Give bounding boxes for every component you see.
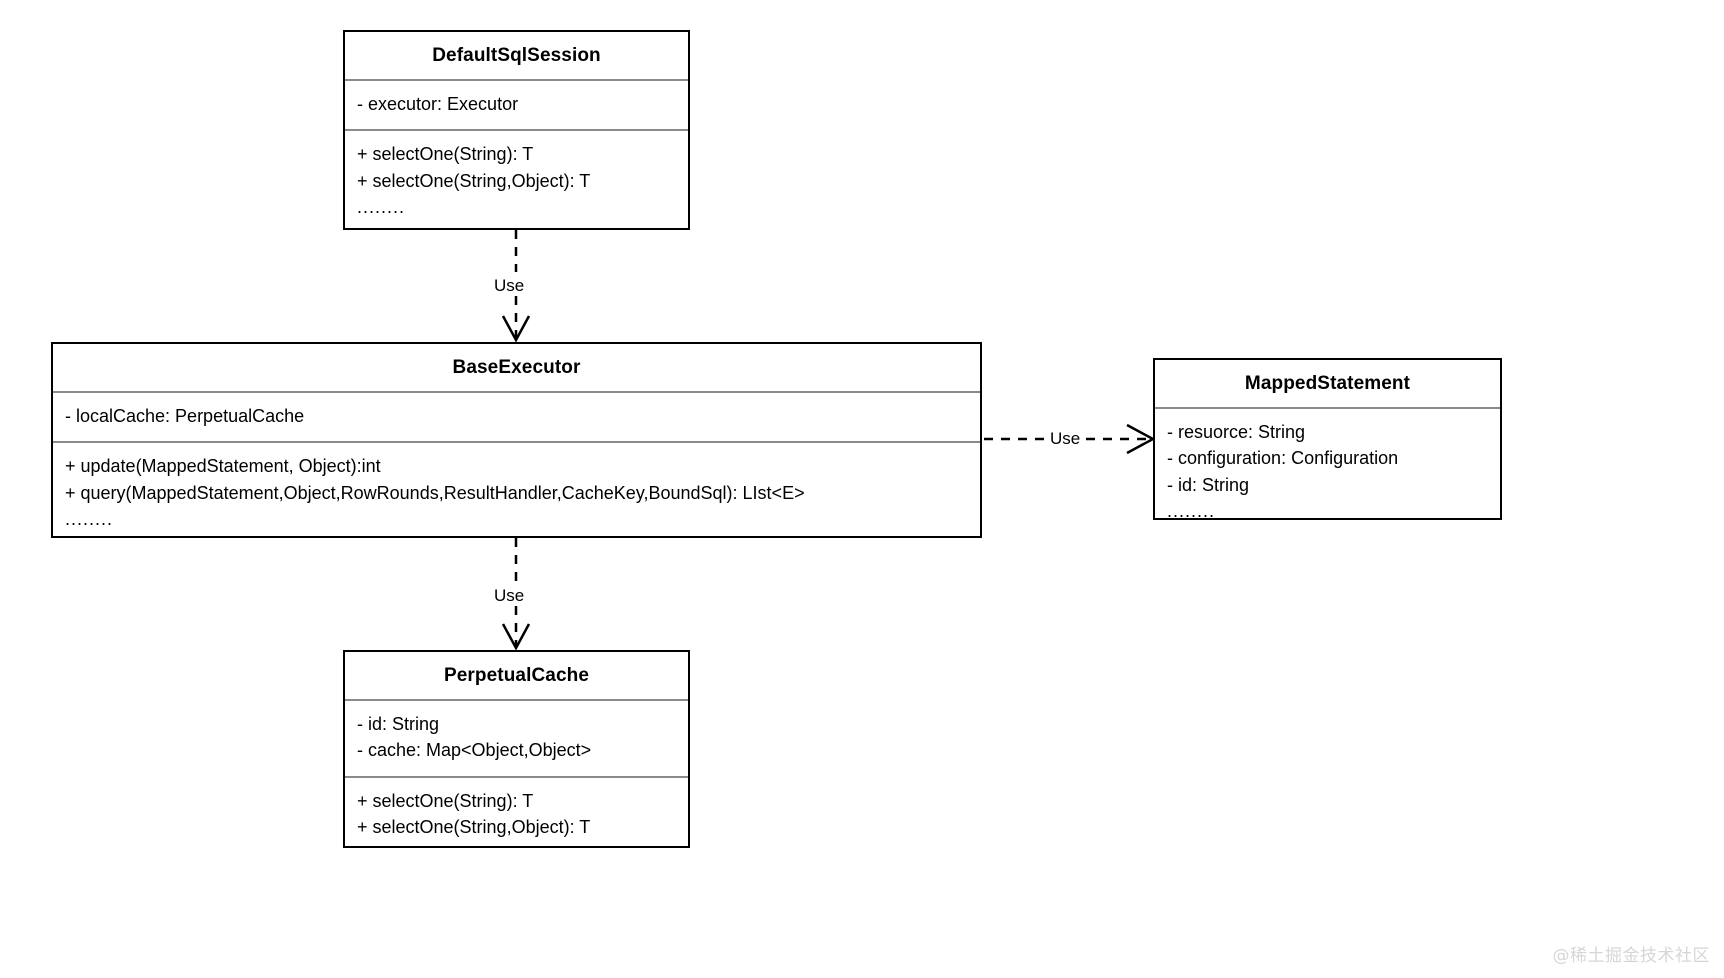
attribute-row: - localCache: PerpetualCache: [65, 406, 305, 426]
method-row: + selectOne(String): T: [357, 790, 534, 811]
attribute-row: - id: String: [357, 714, 440, 734]
method-row: + selectOne(String,Object): T: [357, 170, 591, 191]
connector-label-use-executor-mapped: Use: [1047, 430, 1084, 447]
method-row-ellipsis: ........: [65, 509, 114, 530]
compartment-separator: [1155, 407, 1500, 409]
compartment-separator: [345, 775, 688, 778]
connector-executor-to-cache: [501, 538, 531, 651]
compartment-separator: [345, 699, 688, 701]
method-row-ellipsis: ........: [357, 197, 406, 218]
compartment-separator: [345, 129, 688, 132]
attributes-compartment-mapped-statement: - resuorce: String - configuration: Conf…: [1155, 409, 1500, 537]
connector-label-use-session-executor: Use: [491, 277, 528, 294]
class-box-perpetual-cache[interactable]: PerpetualCache - id: String - cache: Map…: [343, 650, 690, 848]
attribute-row: - resuorce: String: [1167, 422, 1306, 442]
method-row: + selectOne(String,Object): T: [357, 817, 591, 838]
attributes-compartment-default-sql-session: - executor: Executor: [345, 81, 688, 129]
method-row: + selectOne(String): T: [357, 144, 534, 165]
watermark: @稀土掘金技术社区: [1552, 946, 1710, 966]
class-box-mapped-statement[interactable]: MappedStatement - resuorce: String - con…: [1153, 358, 1502, 521]
class-box-default-sql-session[interactable]: DefaultSqlSession - executor: Executor +…: [343, 30, 690, 230]
class-title-mapped-statement: MappedStatement: [1244, 373, 1411, 394]
attribute-row: - executor: Executor: [357, 94, 519, 114]
attribute-row: - id: String: [1167, 474, 1250, 495]
class-box-base-executor[interactable]: BaseExecutor - localCache: PerpetualCach…: [51, 342, 982, 538]
compartment-separator: [345, 79, 688, 81]
methods-compartment-base-executor: + update(MappedStatement, Object):int + …: [53, 443, 980, 544]
class-title-base-executor: BaseExecutor: [452, 357, 581, 378]
class-title-default-sql-session: DefaultSqlSession: [432, 45, 601, 66]
class-title-perpetual-cache: PerpetualCache: [443, 665, 589, 686]
compartment-separator: [53, 441, 980, 444]
connector-session-to-executor: [501, 230, 531, 343]
attributes-compartment-perpetual-cache: - id: String - cache: Map<Object,Object>: [345, 701, 688, 776]
methods-compartment-perpetual-cache: + selectOne(String): T + selectOne(Strin…: [345, 778, 688, 853]
method-row: + query(MappedStatement,Object,RowRounds…: [65, 482, 805, 503]
attribute-row: - configuration: Configuration: [1167, 448, 1399, 469]
methods-compartment-default-sql-session: + selectOne(String): T + selectOne(Strin…: [345, 131, 688, 232]
compartment-separator: [53, 391, 980, 393]
attribute-row: - cache: Map<Object,Object>: [357, 740, 592, 761]
connector-label-use-executor-cache: Use: [491, 587, 528, 604]
attributes-compartment-base-executor: - localCache: PerpetualCache: [53, 393, 980, 441]
method-row: + update(MappedStatement, Object):int: [65, 456, 381, 477]
attribute-row-ellipsis: ........: [1167, 501, 1216, 522]
